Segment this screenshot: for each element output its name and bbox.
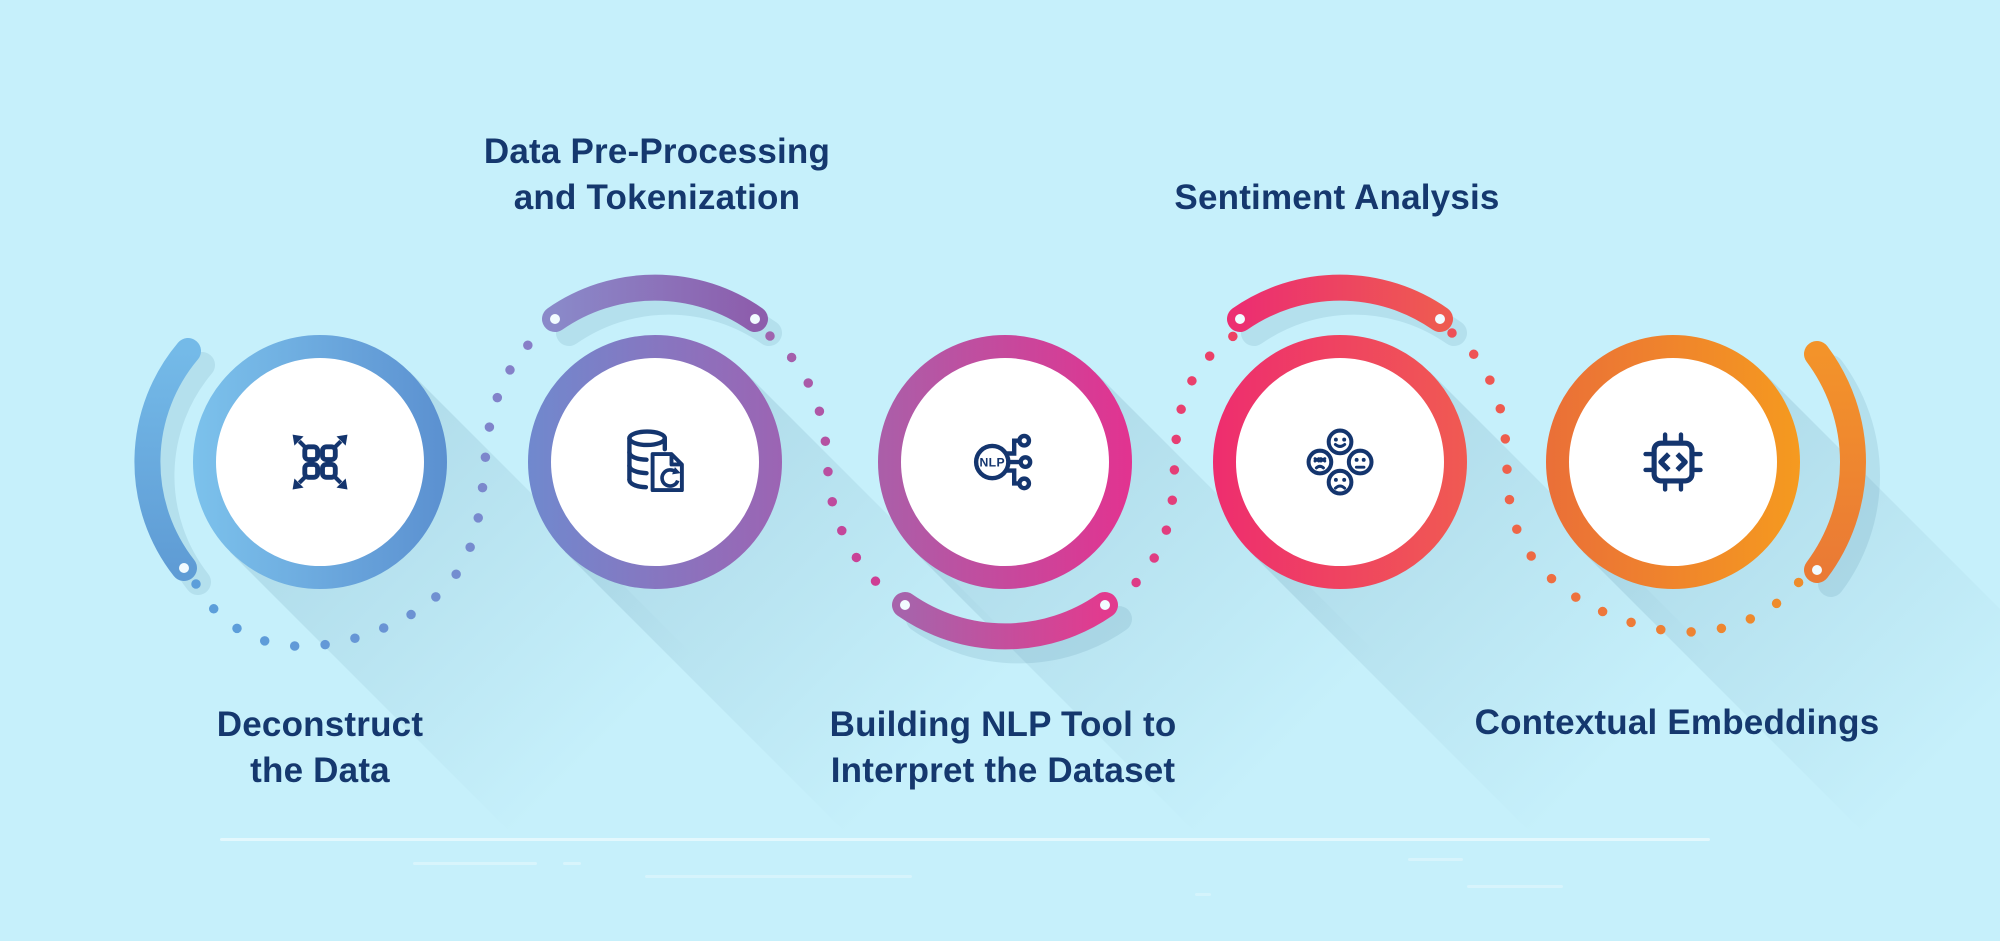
connector-dots-4-5 bbox=[1447, 328, 1815, 637]
step-ring-3 bbox=[878, 335, 1132, 589]
decor-line bbox=[645, 875, 912, 878]
arc-segment-top-step4 bbox=[1227, 274, 1453, 332]
step-title-line: Contextual Embeddings bbox=[1474, 703, 1880, 742]
step-title-line: the Data bbox=[250, 751, 390, 790]
step-title-1: Deconstruct the Data bbox=[60, 702, 580, 794]
database-sync-icon bbox=[627, 429, 684, 493]
arc-segment-bottom-step3 bbox=[892, 592, 1118, 650]
step-title-line: and Tokenization bbox=[513, 178, 801, 217]
sentiment-faces-icon bbox=[1306, 428, 1374, 496]
arc-segment-left-step1 bbox=[134, 338, 201, 581]
nlp-network-icon: NLP bbox=[973, 433, 1033, 491]
step-title-2: Data Pre-Processing and Tokenization bbox=[397, 129, 917, 221]
step-title-line: Building NLP Tool to bbox=[829, 705, 1177, 744]
step-title-line: Sentiment Analysis bbox=[1174, 178, 1500, 217]
connector-dots-1-2 bbox=[191, 326, 548, 651]
step-title-5: Contextual Embeddings bbox=[1417, 700, 1937, 746]
arc-segment-top-step2 bbox=[542, 274, 768, 332]
step-title-line: Data Pre-Processing bbox=[483, 132, 831, 171]
decor-line bbox=[1195, 893, 1211, 896]
expand-arrows-icon bbox=[292, 434, 348, 490]
step-title-line: Deconstruct bbox=[216, 705, 424, 744]
arc-segment-right-step5 bbox=[1804, 341, 1866, 583]
step-title-3: Building NLP Tool to Interpret the Datas… bbox=[743, 702, 1263, 794]
step-ring-4 bbox=[1213, 335, 1467, 589]
step-title-4: Sentiment Analysis bbox=[1077, 175, 1597, 221]
arc-end-dots bbox=[179, 314, 1822, 610]
chip-code-icon bbox=[1643, 432, 1703, 492]
dotted-connectors bbox=[191, 326, 1815, 651]
connector-dots-2-3 bbox=[765, 331, 902, 604]
nlp-icon-label: NLP bbox=[979, 456, 1004, 470]
step-title-line: Interpret the Dataset bbox=[830, 751, 1176, 790]
decor-line bbox=[413, 862, 537, 865]
step-ring-1 bbox=[193, 335, 447, 589]
decor-line bbox=[1467, 885, 1563, 888]
decor-line bbox=[220, 838, 1710, 841]
decor-line bbox=[1408, 858, 1463, 861]
decor-line bbox=[563, 862, 581, 865]
accent-arcs bbox=[134, 274, 1866, 650]
